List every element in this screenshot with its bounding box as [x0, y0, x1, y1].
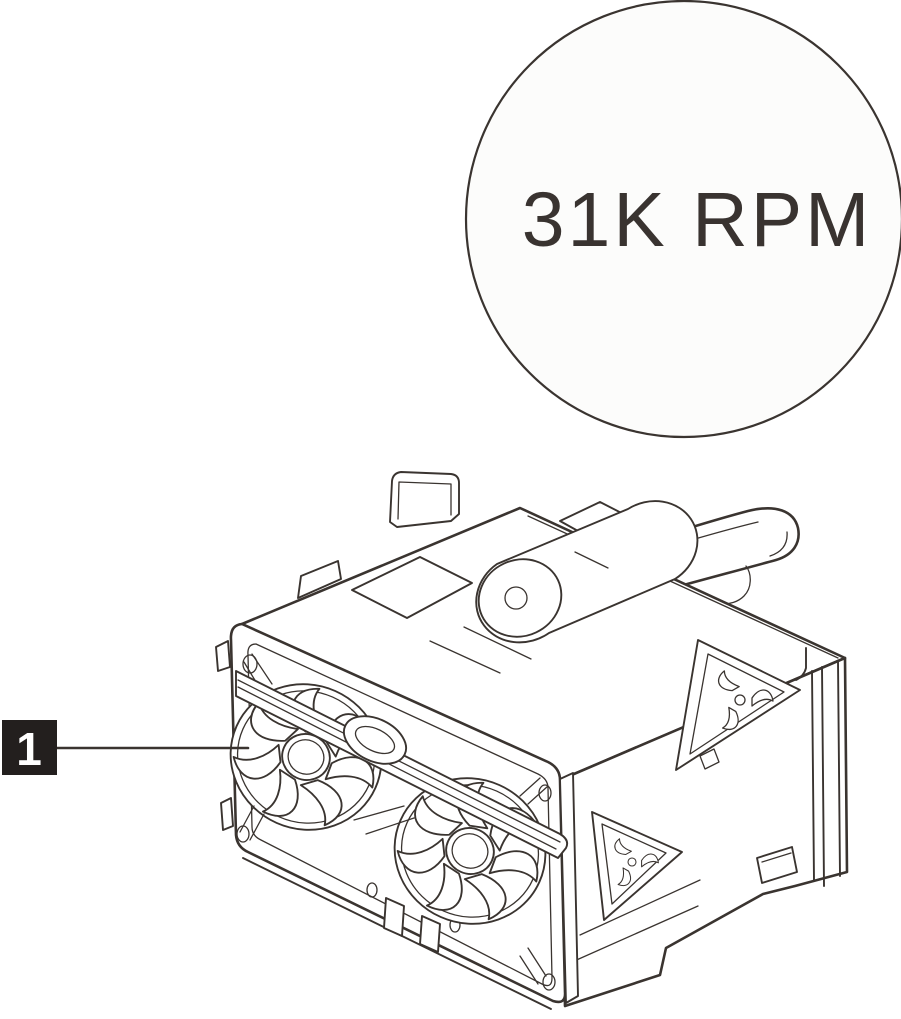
- top-tabs: [215, 471, 460, 672]
- latch-bar: [235, 670, 569, 859]
- motor-hub: [504, 586, 528, 610]
- vent-lower-blades: [611, 836, 659, 890]
- rpm-bubble: 31K RPM: [464, 0, 901, 439]
- right-face-seams: [571, 879, 701, 963]
- latch-boss-slot: [354, 725, 396, 755]
- vent-lower-inner: [601, 823, 667, 905]
- fan-rotor-1: [229, 683, 383, 831]
- top-tab-inner: [397, 481, 452, 520]
- motor-detail-lines: [429, 551, 609, 674]
- right-face: [558, 639, 849, 1008]
- callout-box: [2, 720, 57, 775]
- latch-bar-body: [235, 670, 569, 859]
- fan-hub: [445, 827, 495, 875]
- vent-hole: [366, 882, 378, 898]
- vent-lower-outline: [591, 811, 683, 921]
- vent-upper-blades: [714, 667, 774, 735]
- vent-triangle-lower: [591, 811, 683, 921]
- motor-end-cap: [477, 558, 563, 638]
- fan-module-illustration: [215, 471, 849, 1010]
- rpm-bubble-label: 31K RPM: [522, 177, 873, 263]
- screw-hole: [538, 784, 552, 802]
- rear-connector: [756, 846, 798, 884]
- rpm-bubble-circle: [464, 0, 901, 439]
- frame-side-return: [559, 772, 579, 1004]
- callout-number: 1: [16, 723, 42, 775]
- right-face-outline: [558, 656, 849, 1008]
- screw-hole: [542, 973, 556, 991]
- callout-1: 1: [2, 720, 250, 775]
- top-tab-shapes: [215, 471, 460, 672]
- connector-body: [756, 846, 798, 884]
- fan-hub-inner: [287, 739, 325, 775]
- rear-rail: [795, 647, 841, 887]
- diamond-hole: [699, 748, 720, 770]
- vent-triangle-upper: [675, 639, 801, 771]
- frame-struts: [239, 653, 549, 985]
- fan-hub-inner: [451, 833, 489, 869]
- connector-line: [761, 852, 792, 863]
- mounting-feet: [220, 797, 441, 953]
- motor-assembly: [351, 500, 699, 674]
- frame-inner-lip: [247, 643, 553, 987]
